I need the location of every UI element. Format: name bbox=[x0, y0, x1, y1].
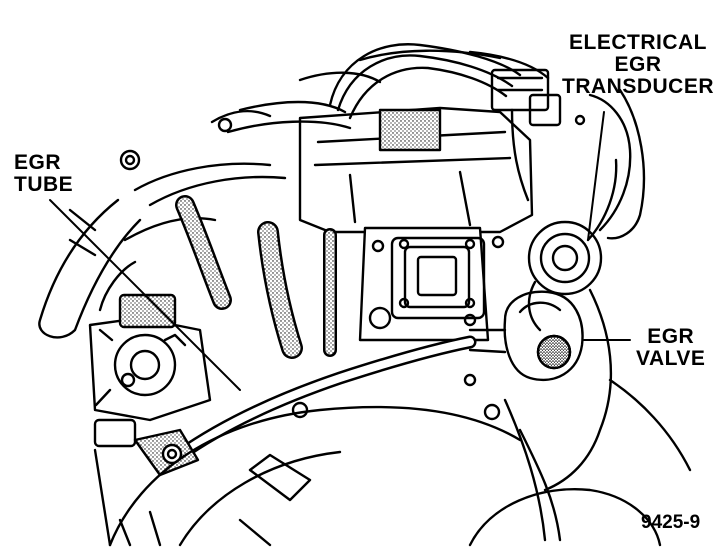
label-line: VALVE bbox=[636, 347, 706, 370]
label-line: TUBE bbox=[14, 173, 74, 196]
intake-manifold bbox=[93, 405, 662, 547]
label-line: TRANSDUCER bbox=[562, 75, 714, 98]
label-line: EGR bbox=[14, 151, 62, 174]
mounting-bracket bbox=[358, 226, 490, 342]
egr-transducer bbox=[527, 88, 646, 332]
throttle-body bbox=[88, 293, 212, 448]
label-line: ELECTRICAL bbox=[569, 31, 707, 54]
right-side-structure bbox=[503, 288, 692, 542]
egr-valve bbox=[463, 290, 584, 421]
cylinder-head bbox=[298, 106, 534, 234]
label-electrical-egr-transducer: ELECTRICAL EGR TRANSDUCER bbox=[562, 32, 714, 98]
upper-hose-fill bbox=[259, 223, 301, 357]
egr-tube bbox=[133, 335, 477, 477]
figure-number: 9425-9 bbox=[641, 512, 701, 533]
transducer-leader-line bbox=[587, 111, 605, 241]
connector-block bbox=[490, 68, 562, 202]
side-hose-fill bbox=[177, 197, 230, 308]
detail-bolts bbox=[68, 114, 586, 257]
label-egr-valve: EGR VALVE bbox=[636, 326, 705, 370]
label-egr-tube: EGR TUBE bbox=[14, 152, 73, 196]
tube-leader-line bbox=[49, 199, 241, 391]
label-line: EGR bbox=[614, 53, 662, 76]
wiring-harness bbox=[210, 43, 550, 134]
label-line: EGR bbox=[647, 325, 695, 348]
